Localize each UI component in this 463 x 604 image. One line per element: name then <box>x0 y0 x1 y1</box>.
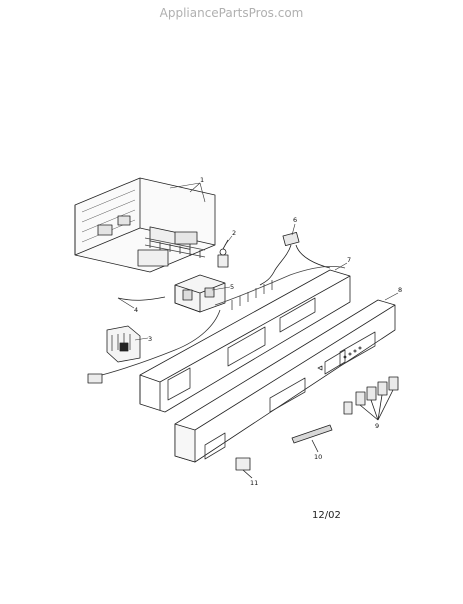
callout-5: 5 <box>230 283 234 291</box>
callout-8: 8 <box>398 286 402 294</box>
callout-7: 7 <box>347 256 351 264</box>
connector-block <box>106 325 141 363</box>
control-board-assembly <box>74 177 216 273</box>
wire-lead <box>117 296 166 301</box>
push-buttons <box>343 376 399 421</box>
callout-numbers: 1 2 3 4 5 6 7 8 9 10 11 <box>134 176 402 487</box>
callout-3: 3 <box>148 335 152 343</box>
console-frame <box>87 266 351 413</box>
leader-lines <box>117 182 399 341</box>
callout-6: 6 <box>293 216 297 224</box>
rotary-switch <box>217 239 229 268</box>
callout-9: 9 <box>375 422 379 430</box>
callout-4: 4 <box>134 306 138 314</box>
date-code: 12/02 <box>312 510 341 521</box>
callout-11: 11 <box>250 479 258 487</box>
handle-bar <box>291 424 333 453</box>
callout-2: 2 <box>232 229 236 237</box>
sensor-harness <box>259 231 331 286</box>
watermark: AppliancePartsPros.com <box>159 6 304 20</box>
cover-cap <box>235 457 253 479</box>
console-panel <box>174 299 396 463</box>
callout-10: 10 <box>314 453 322 461</box>
callout-1: 1 <box>200 176 204 184</box>
relay-bracket <box>174 274 226 313</box>
